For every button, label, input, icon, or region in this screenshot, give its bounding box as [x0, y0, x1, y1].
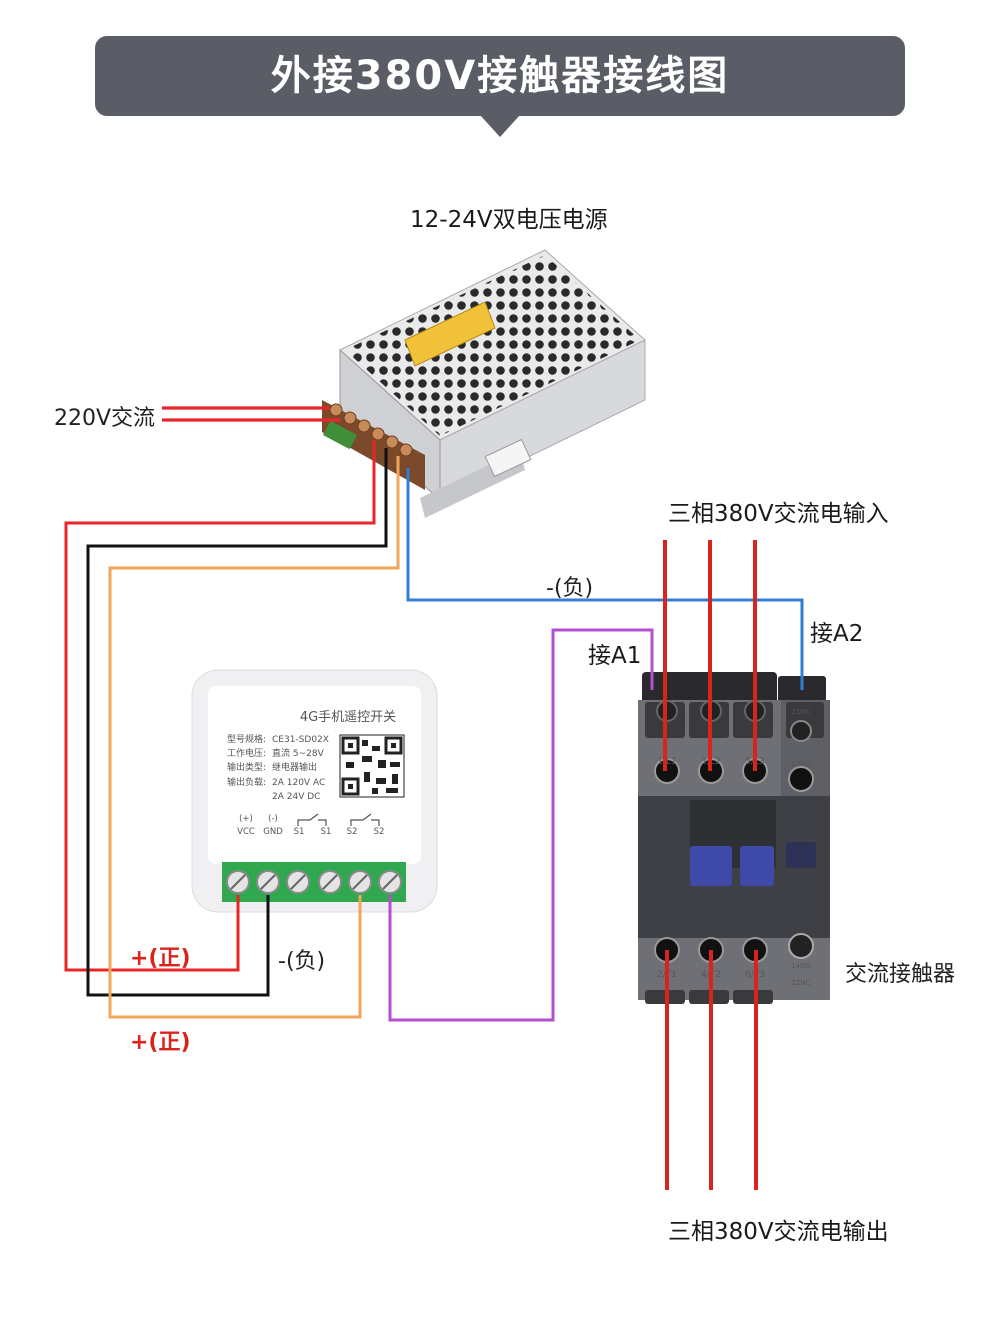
spec-value-3: 2A 120V AC — [272, 778, 325, 788]
wire-three-phase-output — [665, 950, 758, 1190]
spec-key-1: 工作电压: — [227, 747, 266, 759]
terminal-label-gnd: GND — [263, 827, 283, 837]
wire-red-positive-vcc — [64, 440, 376, 972]
title-banner-pointer — [480, 115, 520, 137]
module-title: 4G手机遥控开关 — [300, 710, 396, 725]
terminal-a2-label: 接A2 — [810, 621, 864, 647]
terminal-a1-label: 接A1 — [588, 643, 642, 669]
three-phase-output-label: 三相380V交流电输出 — [668, 1219, 889, 1245]
terminal-label-s1a: S1 — [294, 827, 305, 837]
power-supply — [322, 249, 646, 518]
switch-module: 4G手机遥控开关 型号规格: CE31-SD02X 工作电压: 直流 5~28V… — [191, 669, 438, 913]
spec-key-0: 型号规格: — [227, 733, 266, 745]
wire-purple-s2-a1 — [388, 628, 654, 1022]
terminal-label-s1b: S1 — [321, 827, 332, 837]
contactor-top-label-4: 13NO — [791, 760, 811, 768]
positive-label-1: +(正) — [130, 946, 191, 971]
positive-label-2: +(正) — [130, 1030, 191, 1055]
wire-orange-positive-s2 — [108, 456, 400, 1019]
contactor-aux-top: 21NC — [791, 708, 810, 716]
wire-blue-negative-a2 — [406, 468, 804, 690]
wire-three-phase-input — [663, 540, 757, 771]
spec-key-3: 输出负载: — [227, 776, 266, 788]
terminal-polarity-gnd: (-) — [268, 814, 278, 824]
spec-value-0: CE31-SD02X — [272, 735, 329, 745]
spec-value-1: 直流 5~28V — [272, 747, 325, 759]
page-title: 外接380V接触器接线图 — [270, 53, 730, 99]
negative-label-top: -(负) — [546, 576, 594, 601]
spec-value-4: 2A 24V DC — [272, 792, 320, 802]
terminal-label-s2b: S2 — [374, 827, 385, 837]
spec-value-2: 继电器输出 — [272, 761, 317, 773]
ac-contactor-label: 交流接触器 — [845, 962, 956, 987]
negative-label-module: -(负) — [278, 949, 326, 974]
ac-contactor: 1/L1 3/L2 5/L3 13NO 21NC 2/T1 4/T2 6/T3 … — [638, 672, 830, 1004]
wire-220v-ac — [162, 406, 340, 422]
wires — [64, 406, 804, 1190]
contactor-aux-bottom: 22NC — [791, 979, 810, 987]
three-phase-input-label: 三相380V交流电输入 — [668, 501, 889, 527]
contactor-bottom-label-4: 14NO — [791, 962, 811, 970]
power-supply-terminals — [329, 403, 413, 457]
terminal-label-s2a: S2 — [347, 827, 358, 837]
qr-code — [339, 734, 405, 798]
wire-black-negative-gnd — [86, 448, 388, 997]
spec-key-2: 输出类型: — [227, 761, 266, 773]
terminal-polarity-vcc: (+) — [239, 814, 253, 824]
switch-module-terminal-screws — [226, 870, 402, 894]
ac-220-input-label: 220V交流 — [54, 406, 156, 431]
power-supply-label: 12-24V双电压电源 — [410, 207, 608, 233]
terminal-label-vcc: VCC — [237, 827, 255, 837]
title-banner: 外接380V接触器接线图 — [95, 36, 905, 116]
